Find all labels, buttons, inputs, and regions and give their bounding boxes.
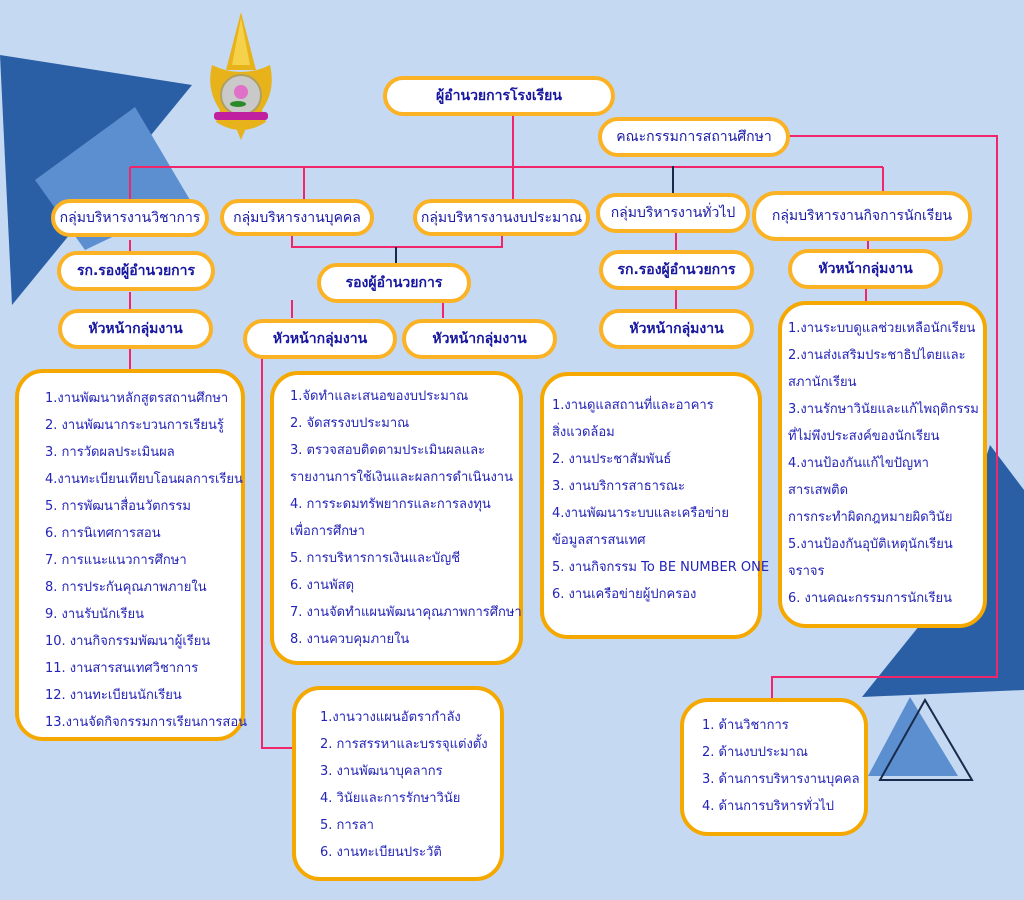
list-item: 6. การนิเทศการสอน bbox=[45, 526, 161, 541]
list-item: 1.จัดทำและเสนอของบประมาณ bbox=[290, 389, 469, 404]
list-item: 1. ด้านวิชาการ bbox=[702, 718, 789, 733]
list-item: 4. วินัยและการรักษาวินัย bbox=[320, 791, 461, 806]
student-affairs-group-label: กลุ่มบริหารงานกิจการนักเรียน bbox=[771, 208, 953, 224]
school-board-node: คณะกรรมการสถานศึกษา bbox=[598, 117, 790, 157]
list-item: 2. จัดสรรงบประมาณ bbox=[290, 416, 410, 431]
general-tasks-box: 1.งานดูแลสถานที่และอาคาร สิ่งแวดล้อม 2. … bbox=[540, 372, 770, 639]
list-item: รายงานการใช้เงินและผลการดำเนินงาน bbox=[290, 470, 513, 485]
student-affairs-tasks-list: 1.งานระบบดูแลช่วยเหลือนักเรียน 2.งานส่งเ… bbox=[788, 315, 983, 612]
list-item: 6. งานเครือข่ายผู้ปกครอง bbox=[552, 587, 697, 602]
board-areas-list: 1. ด้านวิชาการ 2. ด้านงบประมาณ 3. ด้านกา… bbox=[702, 712, 864, 820]
shared-deputy-node: รองผู้อำนวยการ bbox=[317, 263, 471, 303]
shared-deputy-label: รองผู้อำนวยการ bbox=[345, 275, 443, 291]
list-item: 5. งานกิจกรรม To BE NUMBER ONE bbox=[552, 560, 770, 575]
academic-head-node: หัวหน้ากลุ่มงาน bbox=[58, 309, 213, 349]
personnel-group-node: กลุ่มบริหารงานบุคคล bbox=[220, 199, 374, 236]
student-affairs-head-node: หัวหน้ากลุ่มงาน bbox=[788, 249, 943, 289]
list-item: เพื่อการศึกษา bbox=[290, 524, 365, 539]
list-item: ที่ไม่พึงประสงค์ของนักเรียน bbox=[788, 429, 940, 444]
list-item: 4. การระดมทรัพยากรและการลงทุน bbox=[290, 497, 491, 512]
budget-head-node: หัวหน้ากลุ่มงาน bbox=[402, 319, 557, 359]
list-item: 7. การแนะแนวการศึกษา bbox=[45, 553, 187, 568]
outline-triangle-bottom-right bbox=[878, 697, 974, 781]
general-deputy-node: รก.รองผู้อำนวยการ bbox=[599, 250, 754, 290]
student-affairs-group-node: กลุ่มบริหารงานกิจการนักเรียน bbox=[752, 191, 972, 241]
list-item: 9. งานรับนักเรียน bbox=[45, 607, 144, 622]
list-item: 4.งานป้องกันแก้ไขปัญหา bbox=[788, 456, 929, 471]
list-item: 5. การพัฒนาสื่อนวัตกรรม bbox=[45, 499, 191, 514]
list-item: 3. งานบริการสาธารณะ bbox=[552, 479, 685, 494]
list-item: สิ่งแวดล้อม bbox=[552, 425, 615, 440]
list-item: จราจร bbox=[788, 564, 825, 579]
list-item: 2. งานประชาสัมพันธ์ bbox=[552, 452, 672, 467]
general-deputy-label: รก.รองผู้อำนวยการ bbox=[617, 262, 736, 278]
academic-group-node: กลุ่มบริหารงานวิชาการ bbox=[51, 199, 209, 237]
list-item: 5. การลา bbox=[320, 818, 374, 833]
list-item: 7. งานจัดทำแผนพัฒนาคุณภาพการศึกษา bbox=[290, 605, 522, 620]
list-item: 5. การบริหารการเงินและบัญชี bbox=[290, 551, 461, 566]
list-item: 8. การประกันคุณภาพภายใน bbox=[45, 580, 207, 595]
general-head-label: หัวหน้ากลุ่มงาน bbox=[629, 321, 724, 337]
student-affairs-head-label: หัวหน้ากลุ่มงาน bbox=[818, 261, 913, 277]
list-item: 2. งานพัฒนากระบวนการเรียนรู้ bbox=[45, 418, 224, 433]
list-item: 3.งานรักษาวินัยและแก้ไพฤติกรรม bbox=[788, 402, 979, 417]
budget-tasks-list: 1.จัดทำและเสนอของบประมาณ 2. จัดสรรงบประม… bbox=[290, 383, 522, 653]
list-item: 4. ด้านการบริหารทั่วไป bbox=[702, 799, 835, 814]
academic-tasks-box: 1.งานพัฒนาหลักสูตรสถานศึกษา 2. งานพัฒนาก… bbox=[15, 369, 248, 741]
list-item: 5.งานป้องกันอุบัติเหตุนักเรียน bbox=[788, 537, 953, 552]
list-item: 12. งานทะเบียนนักเรียน bbox=[45, 688, 182, 703]
list-item: 1.งานพัฒนาหลักสูตรสถานศึกษา bbox=[45, 391, 229, 406]
list-item: 2.งานส่งเสริมประชาธิปไตยและ bbox=[788, 348, 966, 363]
personnel-head-label: หัวหน้ากลุ่มงาน bbox=[272, 331, 368, 347]
school-emblem-icon bbox=[210, 12, 272, 140]
list-item: 1.งานดูแลสถานที่และอาคาร bbox=[552, 398, 714, 413]
list-item: 3. การวัดผลประเมินผล bbox=[45, 445, 175, 460]
general-group-label: กลุ่มบริหารงานทั่วไป bbox=[610, 205, 736, 221]
personnel-head-node: หัวหน้ากลุ่มงาน bbox=[243, 319, 397, 359]
list-item: 2. การสรรหาและบรรจุแต่งตั้ง bbox=[320, 737, 488, 752]
list-item: การกระทำผิดกฎหมายผิดวินัย bbox=[788, 510, 953, 525]
academic-group-label: กลุ่มบริหารงานวิชาการ bbox=[59, 210, 201, 226]
student-affairs-tasks-box: 1.งานระบบดูแลช่วยเหลือนักเรียน 2.งานส่งเ… bbox=[778, 301, 987, 628]
personnel-tasks-list: 1.งานวางแผนอัตรากำลัง 2. การสรรหาและบรรจ… bbox=[320, 704, 500, 866]
personnel-group-label: กลุ่มบริหารงานบุคคล bbox=[233, 209, 361, 226]
list-item: 8. งานควบคุมภายใน bbox=[290, 632, 410, 647]
list-item: 4.งานทะเบียนเทียบโอนผลการเรียน bbox=[45, 472, 243, 487]
list-item: 6. งานพัสดุ bbox=[290, 578, 355, 593]
budget-group-node: กลุ่มบริหารงานงบประมาณ bbox=[413, 199, 590, 236]
list-item: ข้อมูลสารสนเทศ bbox=[552, 533, 646, 548]
board-areas-box: 1. ด้านวิชาการ 2. ด้านงบประมาณ 3. ด้านกา… bbox=[680, 698, 868, 836]
list-item: 3. ด้านการบริหารงานบุคคล bbox=[702, 772, 860, 787]
list-item: สภานักเรียน bbox=[788, 375, 857, 390]
list-item: 3. ตรวจสอบติดตามประเมินผลและ bbox=[290, 443, 486, 458]
personnel-tasks-box: 1.งานวางแผนอัตรากำลัง 2. การสรรหาและบรรจ… bbox=[292, 686, 504, 881]
list-item: 2. ด้านงบประมาณ bbox=[702, 745, 808, 760]
general-tasks-list: 1.งานดูแลสถานที่และอาคาร สิ่งแวดล้อม 2. … bbox=[552, 392, 770, 608]
academic-deputy-node: รก.รองผู้อำนวยการ bbox=[57, 251, 215, 291]
list-item: 1.งานวางแผนอัตรากำลัง bbox=[320, 710, 461, 725]
school-board-label: คณะกรรมการสถานศึกษา bbox=[616, 129, 772, 145]
academic-tasks-list: 1.งานพัฒนาหลักสูตรสถานศึกษา 2. งานพัฒนาก… bbox=[45, 385, 248, 736]
list-item: 11. งานสารสนเทศวิชาการ bbox=[45, 661, 199, 676]
academic-deputy-label: รก.รองผู้อำนวยการ bbox=[76, 263, 196, 279]
list-item: 10. งานกิจกรรมพัฒนาผู้เรียน bbox=[45, 634, 211, 649]
budget-group-label: กลุ่มบริหารงานงบประมาณ bbox=[420, 209, 583, 226]
academic-head-label: หัวหน้ากลุ่มงาน bbox=[88, 321, 183, 337]
budget-head-label: หัวหน้ากลุ่มงาน bbox=[432, 331, 527, 347]
list-item: 13.งานจัดกิจกรรมการเรียนการสอน bbox=[45, 715, 248, 730]
list-item: 1.งานระบบดูแลช่วยเหลือนักเรียน bbox=[788, 321, 976, 336]
general-head-node: หัวหน้ากลุ่มงาน bbox=[599, 309, 754, 349]
director-node: ผู้อำนวยการโรงเรียน bbox=[383, 76, 615, 116]
list-item: 6. งานทะเบียนประวัติ bbox=[320, 845, 442, 860]
budget-tasks-box: 1.จัดทำและเสนอของบประมาณ 2. จัดสรรงบประม… bbox=[270, 371, 523, 665]
light-triangle-bottom-right bbox=[868, 697, 958, 776]
list-item: 3. งานพัฒนาบุคลากร bbox=[320, 764, 443, 779]
list-item: สารเสพติด bbox=[788, 483, 849, 498]
general-group-node: กลุ่มบริหารงานทั่วไป bbox=[596, 193, 750, 233]
list-item: 6. งานคณะกรรมการนักเรียน bbox=[788, 591, 953, 606]
director-label: ผู้อำนวยการโรงเรียน bbox=[436, 88, 562, 104]
list-item: 4.งานพัฒนาระบบและเครือข่าย bbox=[552, 506, 729, 521]
